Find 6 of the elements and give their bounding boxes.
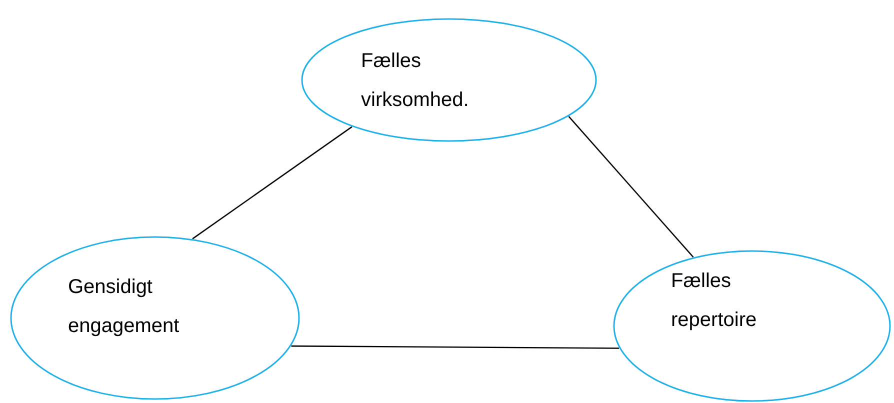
connector-line <box>192 126 352 240</box>
node-label: Fælles virksomhed. <box>361 49 470 113</box>
node-label: Fælles repertoire <box>671 269 758 333</box>
connector-line <box>568 116 694 258</box>
node-label: Gensidigt engagement <box>68 275 180 339</box>
connector-line <box>291 345 620 349</box>
